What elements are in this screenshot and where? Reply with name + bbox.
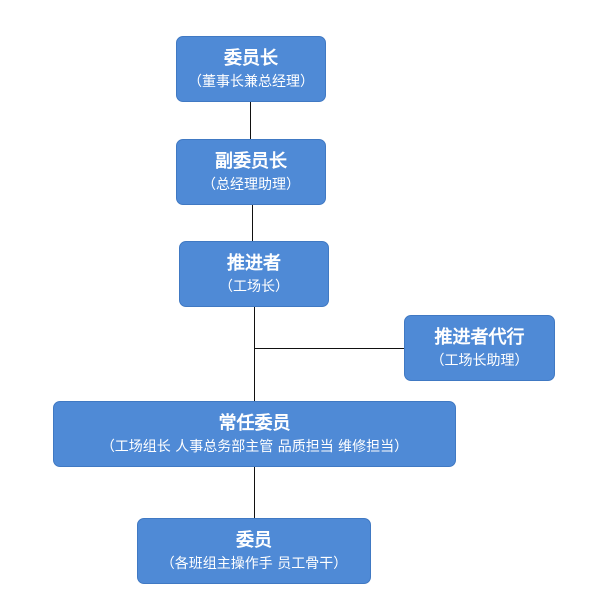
node-deputy-promoter: 推进者代行 （工场长助理） <box>404 315 555 381</box>
connector-vice-chair-to-promoter <box>252 204 253 242</box>
node-title: 推进者代行 <box>434 326 525 348</box>
node-subtitle: （各班组主操作手 员工骨干） <box>160 555 348 572</box>
connector-standing-members-to-members <box>254 466 255 518</box>
node-title: 委员长 <box>224 47 278 69</box>
node-subtitle: （工场组长 人事总务部主管 品质担当 维修担当） <box>100 438 409 455</box>
node-title: 常任委员 <box>218 412 291 434</box>
node-subtitle: （工场长） <box>219 278 289 295</box>
node-members: 委员 （各班组主操作手 员工骨干） <box>137 518 371 584</box>
node-subtitle: （董事长兼总经理） <box>188 73 314 90</box>
node-vice-chair: 副委员长 （总经理助理） <box>176 139 326 205</box>
node-title: 推进者 <box>227 252 281 274</box>
connector-branch-to-deputy-promoter <box>254 348 404 349</box>
connector-promoter-to-standing-members <box>254 305 255 402</box>
node-promoter: 推进者 （工场长） <box>179 241 329 307</box>
node-title: 副委员长 <box>215 150 287 172</box>
node-subtitle: （总经理助理） <box>202 176 300 193</box>
node-committee-chair: 委员长 （董事长兼总经理） <box>176 36 326 102</box>
node-standing-members: 常任委员 （工场组长 人事总务部主管 品质担当 维修担当） <box>53 401 456 467</box>
node-subtitle: （工场长助理） <box>430 352 529 369</box>
node-title: 委员 <box>236 529 272 551</box>
connector-committee-chair-to-vice-chair <box>250 101 251 139</box>
